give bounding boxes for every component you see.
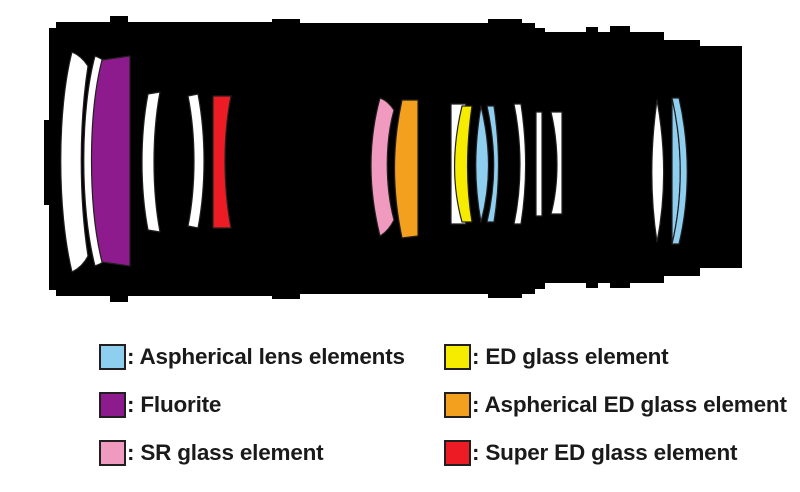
legend-swatch-fluorite (99, 392, 126, 418)
legend-label-super-ed-glass-element: : Super ED glass element (472, 439, 738, 465)
barrel-notch-bottom-mid (488, 292, 522, 298)
legend-entry-aspherical-lens-elements: : Aspherical lens elements (99, 344, 444, 370)
lens-element-1 (60, 51, 89, 273)
lens-element-8-aspherical-ed (393, 99, 419, 239)
lens-element-16b-aspherical (671, 97, 688, 245)
legend-label-aspherical-lens-elements: : Aspherical lens elements (127, 343, 405, 369)
lens-element-10-ed (453, 105, 473, 223)
legend-entry-fluorite: : Fluorite (99, 392, 444, 418)
lens-element-5 (187, 93, 205, 229)
barrel-notch-bottom-rear (586, 281, 598, 288)
barrel-ridge-top (610, 26, 630, 34)
legend-label-sr-glass-element: : SR glass element (127, 439, 324, 465)
lens-element-13 (535, 111, 543, 217)
legend-label-fluorite: : Fluorite (127, 391, 222, 417)
legend-label-ed-glass-element: : ED glass element (472, 343, 669, 369)
lens-element-11b (486, 105, 500, 223)
barrel-notch-top-front (110, 16, 128, 24)
barrel-notch-bottom-front (110, 294, 128, 302)
lens-element-6-super-ed (212, 95, 232, 229)
lens-cross-section-diagram (44, 16, 742, 302)
barrel-front-ring (44, 120, 52, 205)
legend-row-1: : Aspherical lens elements : ED glass el… (0, 333, 800, 381)
barrel-ridge-bottom (610, 280, 630, 288)
legend-swatch-super-ed-glass-element (444, 440, 471, 466)
legend-entry-sr-glass-element: : SR glass element (99, 440, 444, 466)
legend-entry-aspherical-ed-glass-element: : Aspherical ED glass element (444, 392, 787, 418)
lens-diagram-svg (44, 16, 742, 302)
lens-element-7-sr (370, 97, 395, 237)
legend-entry-ed-glass-element: : ED glass element (444, 343, 669, 370)
legend-swatch-aspherical-lens-elements (99, 344, 126, 370)
legend-row-3: : SR glass element : Super ED glass elem… (0, 429, 800, 477)
legend-row-2: : Fluorite : Aspherical ED glass element (0, 381, 800, 429)
lens-element-3-fluorite (90, 55, 131, 267)
lens-element-11-aspherical (475, 105, 490, 223)
barrel-notch-top-mid (488, 19, 522, 25)
legend-label-aspherical-ed-glass-element: : Aspherical ED glass element (472, 391, 787, 417)
legend: : Aspherical lens elements : ED glass el… (0, 325, 800, 492)
barrel-notch-top-rear (586, 27, 598, 34)
lens-elements-group (60, 51, 688, 273)
legend-entry-super-ed-glass-element: : Super ED glass element (444, 440, 737, 466)
lens-element-15 (651, 99, 665, 243)
legend-swatch-aspherical-ed-glass-element (444, 392, 471, 418)
lens-element-14 (550, 111, 563, 215)
lens-element-4 (141, 91, 161, 233)
legend-swatch-ed-glass-element (444, 344, 471, 370)
legend-swatch-sr-glass-element (99, 440, 126, 466)
lens-element-12 (513, 103, 527, 225)
